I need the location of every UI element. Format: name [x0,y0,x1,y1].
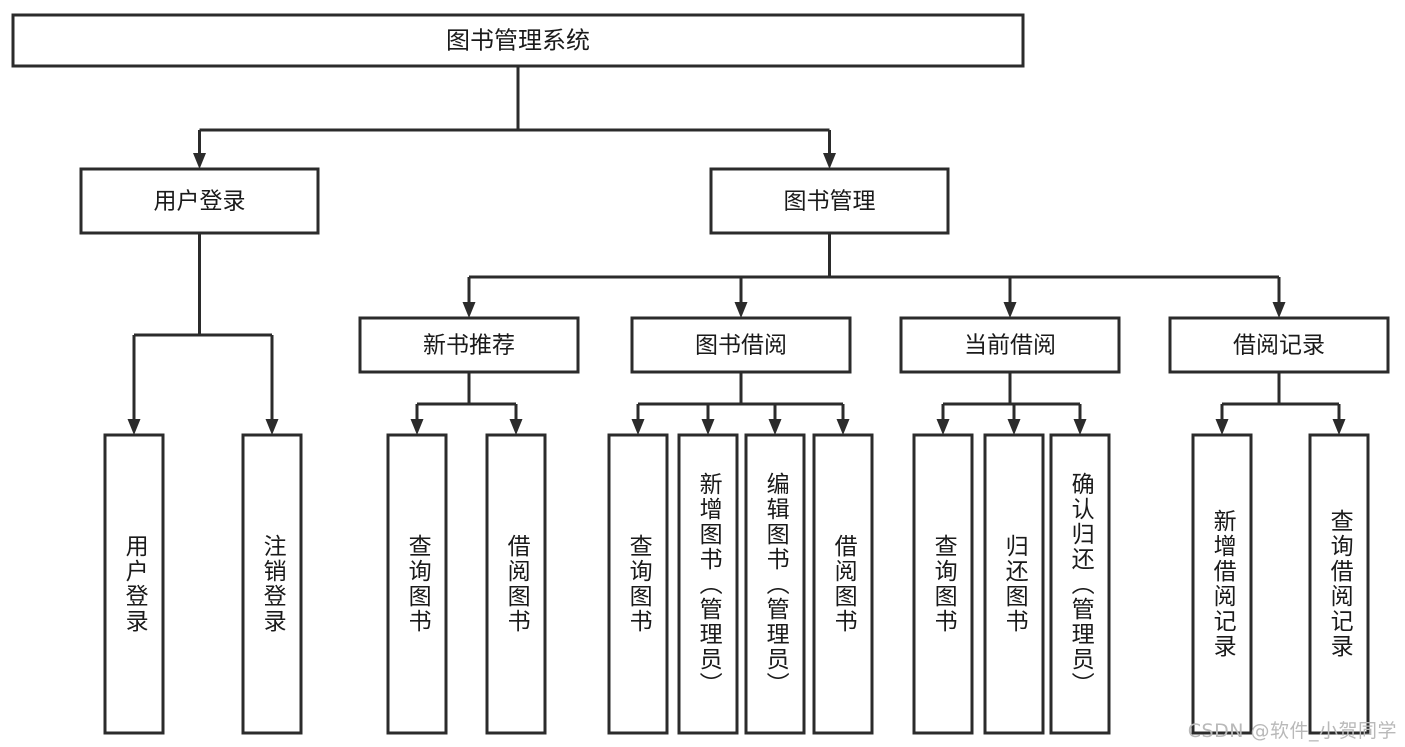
node-box-leaf-confirm-return [1049,433,1111,735]
node-box-leaf-query-book-3 [912,433,974,735]
node-box-leaf-return-book [983,433,1045,735]
node-box-leaf-borrow-book-2 [812,433,874,735]
node-label-book-manage: 图书管理 [784,189,876,215]
node-box-leaf-add-book [677,433,739,735]
node-box-leaf-query-book-1 [386,433,448,735]
arrow-head-icon [410,419,424,435]
arrow-head-icon [1073,419,1087,435]
node-box-leaf-borrow-book-1 [485,433,547,735]
node-label-current-borrow: 当前借阅 [964,333,1056,359]
node-box-book-manage [709,167,950,235]
arrow-head-icon [1003,302,1017,318]
node-current-borrow: 当前借阅 [899,316,1121,374]
node-label-book-borrow: 图书借阅 [695,333,787,359]
arrow-head-icon [768,419,782,435]
node-label-root: 图书管理系统 [446,27,590,55]
connectors-layer [127,66,1346,435]
arrow-head-icon [127,419,141,435]
arrow-head-icon [734,302,748,318]
node-box-book-borrow [630,316,852,374]
arrow-head-icon [701,419,715,435]
node-box-leaf-user-login [103,433,165,735]
node-box-borrow-record [1168,316,1390,374]
node-box-leaf-logout-login [241,433,303,735]
arrow-head-icon [509,419,523,435]
arrow-head-icon [1272,302,1286,318]
node-box-current-borrow [899,316,1121,374]
node-box-leaf-edit-book [744,433,806,735]
watermark-text: CSDN @软件_小贺同学 [1187,720,1397,742]
node-root: 图书管理系统 [11,13,1025,68]
node-label-new-book-recommend: 新书推荐 [423,333,515,359]
node-box-new-book-recommend [358,316,580,374]
arrow-head-icon [1215,419,1229,435]
arrow-head-icon [193,153,206,169]
arrow-head-icon [1332,419,1346,435]
node-label-user-login: 用户登录 [154,189,246,215]
node-new-book-recommend: 新书推荐 [358,316,580,374]
arrow-head-icon [631,419,645,435]
node-user-login: 用户登录 [79,167,320,235]
node-box-user-login [79,167,320,235]
node-label-borrow-record: 借阅记录 [1233,333,1325,359]
arrow-head-icon [265,419,279,435]
node-borrow-record: 借阅记录 [1168,316,1390,374]
node-book-manage: 图书管理 [709,167,950,235]
arrow-head-icon [936,419,950,435]
node-box-leaf-add-borrow-record [1191,433,1253,735]
arrow-head-icon [1007,419,1021,435]
arrow-head-icon [836,419,850,435]
arrow-head-icon [462,302,476,318]
node-book-borrow: 图书借阅 [630,316,852,374]
node-box-root [11,13,1025,68]
node-box-leaf-query-book-2 [607,433,669,735]
node-box-leaf-query-borrow-record [1308,433,1370,735]
arrow-head-icon [823,153,836,169]
